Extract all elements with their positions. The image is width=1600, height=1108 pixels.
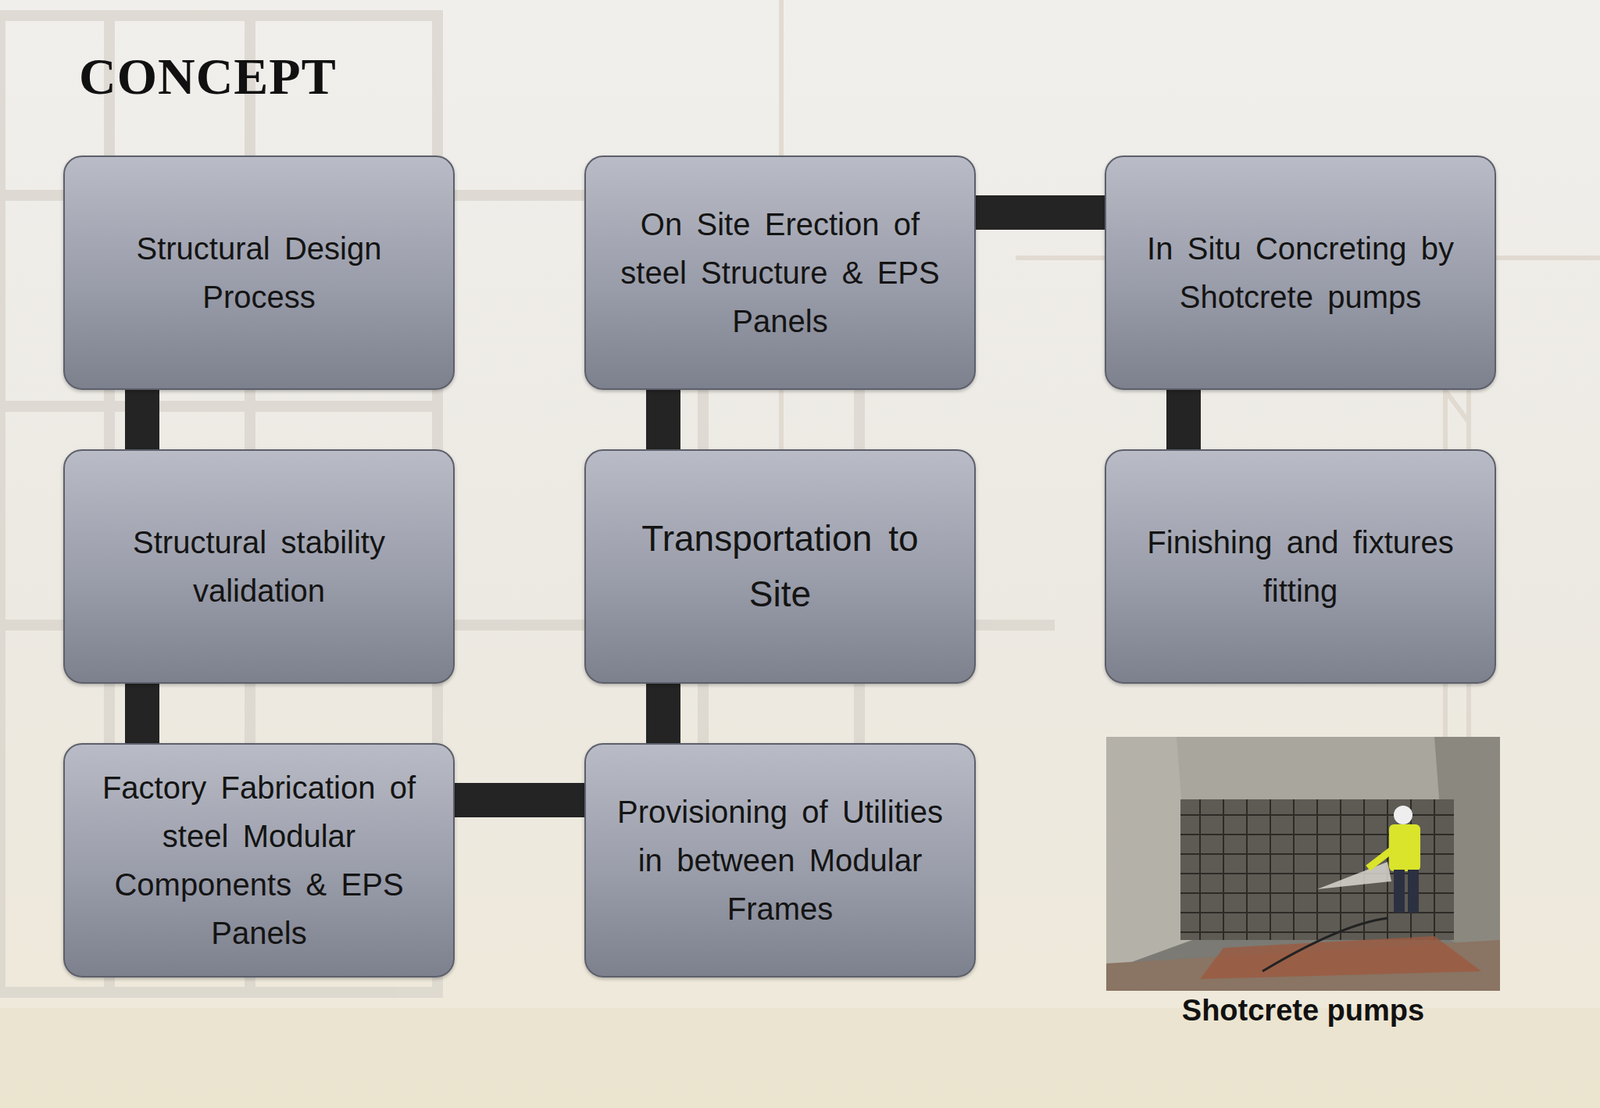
connector-bar xyxy=(142,389,143,450)
connector-line xyxy=(1166,389,1201,450)
box-text: Finishing and fixtures fitting xyxy=(1126,517,1475,615)
box-text: Provisioning of Utilities in between Mod… xyxy=(606,787,954,933)
process-box: Structural stability validation xyxy=(63,449,455,684)
connector-bar xyxy=(1183,389,1185,450)
process-box: On Site Erection of steel Structure & EP… xyxy=(584,155,976,390)
connector-bar xyxy=(142,683,143,743)
process-box: Factory Fabrication of steel Modular Com… xyxy=(63,742,455,978)
photo-caption: Shotcrete pumps xyxy=(1093,993,1513,1028)
box-text: Structural Design Process xyxy=(85,224,433,322)
process-box: Finishing and fixtures fitting xyxy=(1104,449,1497,684)
connector-line xyxy=(125,389,160,450)
connector-line xyxy=(125,683,160,743)
connector-bar xyxy=(975,212,1105,214)
process-box: Provisioning of Utilities in between Mod… xyxy=(584,742,976,978)
box-text: Transportation to Site xyxy=(606,510,954,623)
connector-bar xyxy=(454,800,585,801)
box-text: On Site Erection of steel Structure & EP… xyxy=(606,200,954,346)
box-text: Structural stability validation xyxy=(85,517,433,615)
box-text: Factory Fabrication of steel Modular Com… xyxy=(85,763,433,958)
connector-bar xyxy=(663,683,665,743)
process-box: In Situ Concreting by Shotcrete pumps xyxy=(1104,155,1497,390)
connector-line xyxy=(975,195,1105,230)
shotcrete-photo xyxy=(1106,736,1500,991)
box-text: In Situ Concreting by Shotcrete pumps xyxy=(1126,224,1475,322)
connector-line xyxy=(646,683,681,743)
connector-line xyxy=(454,782,585,818)
connector-line xyxy=(646,389,681,450)
process-box: Transportation to Site xyxy=(584,449,976,684)
process-box: Structural Design Process xyxy=(63,155,455,390)
connector-bar xyxy=(663,389,665,450)
diagram-title: CONCEPT xyxy=(78,46,337,107)
